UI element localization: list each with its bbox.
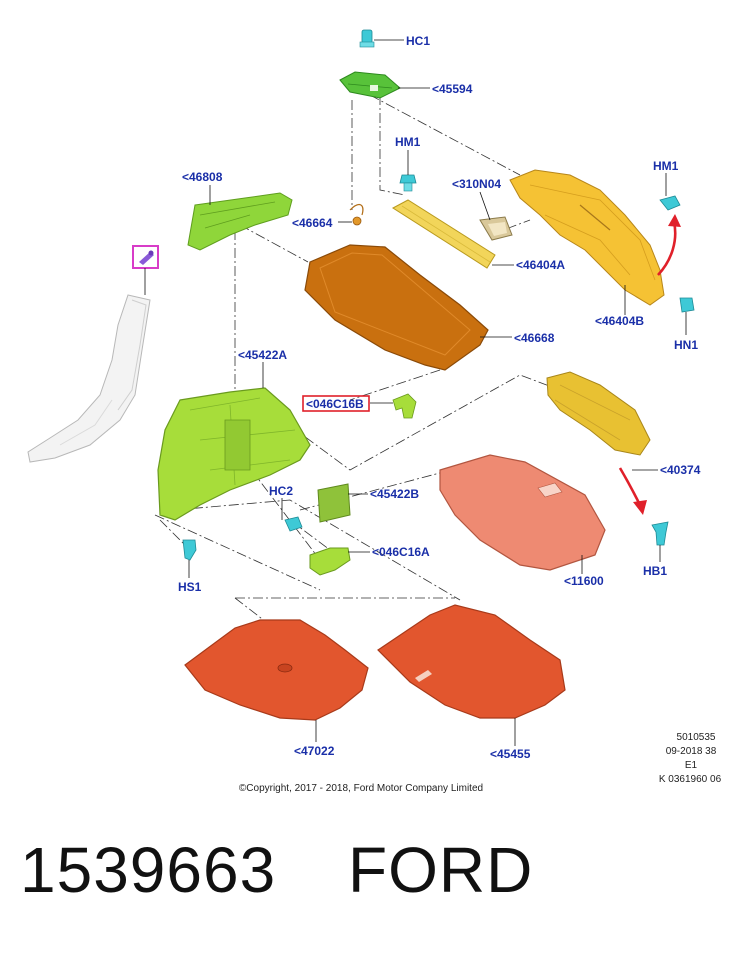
clip-hm1-top-icon (399, 174, 417, 192)
label-45422b[interactable]: <45422B (370, 487, 419, 501)
label-45594[interactable]: <45594 (432, 82, 473, 96)
drawing-meta: 5010535 09-2018 38 E1 K 0361960 06 (659, 732, 722, 785)
leader-lines (144, 39, 687, 746)
label-hm1-top[interactable]: HM1 (395, 135, 421, 149)
part-46664 (349, 203, 364, 226)
label-hb1[interactable]: HB1 (643, 564, 667, 578)
meta-line-2: 09-2018 38 (666, 746, 717, 757)
strip-46404a-part (392, 199, 496, 269)
copyright-text: ©Copyright, 2017 - 2018, Ford Motor Comp… (239, 783, 483, 794)
label-46404a[interactable]: <46404A (516, 258, 565, 272)
pillar-trim-part (27, 294, 151, 463)
label-hn1[interactable]: HN1 (674, 338, 698, 352)
clip-hb1-icon (651, 521, 669, 546)
clip-hc1-icon (359, 29, 375, 48)
label-45422a[interactable]: <45422A (238, 348, 287, 362)
cover-45422b-part (317, 483, 351, 523)
highlight-box-046c16b (302, 395, 370, 412)
clip-hs1-icon (182, 539, 197, 561)
label-47022[interactable]: <47022 (294, 744, 335, 758)
label-46808[interactable]: <46808 (182, 170, 223, 184)
label-hs1[interactable]: HS1 (178, 580, 202, 594)
part-number-title: 1539663 (20, 834, 277, 906)
label-46404b[interactable]: <46404B (595, 314, 644, 328)
highlight-pin-icon[interactable] (132, 245, 159, 269)
arrow-right-icon (657, 214, 681, 276)
arrow-lower-icon (618, 467, 647, 515)
clip-hc2-icon (284, 516, 303, 532)
floor-panel-11600-part (439, 454, 606, 571)
label-11600[interactable]: <11600 (564, 574, 604, 588)
bracket-046c16a-part (309, 547, 351, 576)
bracket-310n04-part (479, 216, 513, 241)
label-hc2[interactable]: HC2 (269, 484, 293, 498)
side-trim-46404b-part (509, 169, 665, 306)
label-hc1[interactable]: HC1 (406, 34, 430, 48)
meta-line-1: 5010535 (677, 732, 716, 743)
bracket-45594-part (339, 71, 401, 99)
part-labels: HC1 <45594 HM1 <310N04 HM1 <46808 <46664… (178, 34, 701, 761)
label-046c16a[interactable]: <046C16A (372, 545, 430, 559)
floor-mat-45455-part (377, 604, 566, 719)
floor-mat-47022-part (184, 619, 369, 721)
meta-line-4: K 0361960 06 (659, 774, 722, 785)
label-46664[interactable]: <46664 (292, 216, 333, 230)
clip-hn1-icon (679, 297, 695, 313)
label-hm1-right[interactable]: HM1 (653, 159, 679, 173)
side-panel-45422a-part (157, 387, 311, 521)
upper-trim-46808-part (187, 192, 293, 251)
clip-hm1-right-icon (659, 195, 681, 211)
label-45455[interactable]: <45455 (490, 747, 531, 761)
bracket-40374-part (546, 371, 651, 456)
meta-line-3: E1 (685, 760, 698, 771)
label-40374[interactable]: <40374 (660, 463, 701, 477)
brand-title: FORD (348, 834, 534, 906)
clip-046c16b-part (392, 393, 417, 419)
label-46668[interactable]: <46668 (514, 331, 555, 345)
label-046c16b[interactable]: <046C16B (306, 397, 364, 411)
label-310n04[interactable]: <310N04 (452, 177, 501, 191)
shelf-46668-part (304, 244, 489, 371)
